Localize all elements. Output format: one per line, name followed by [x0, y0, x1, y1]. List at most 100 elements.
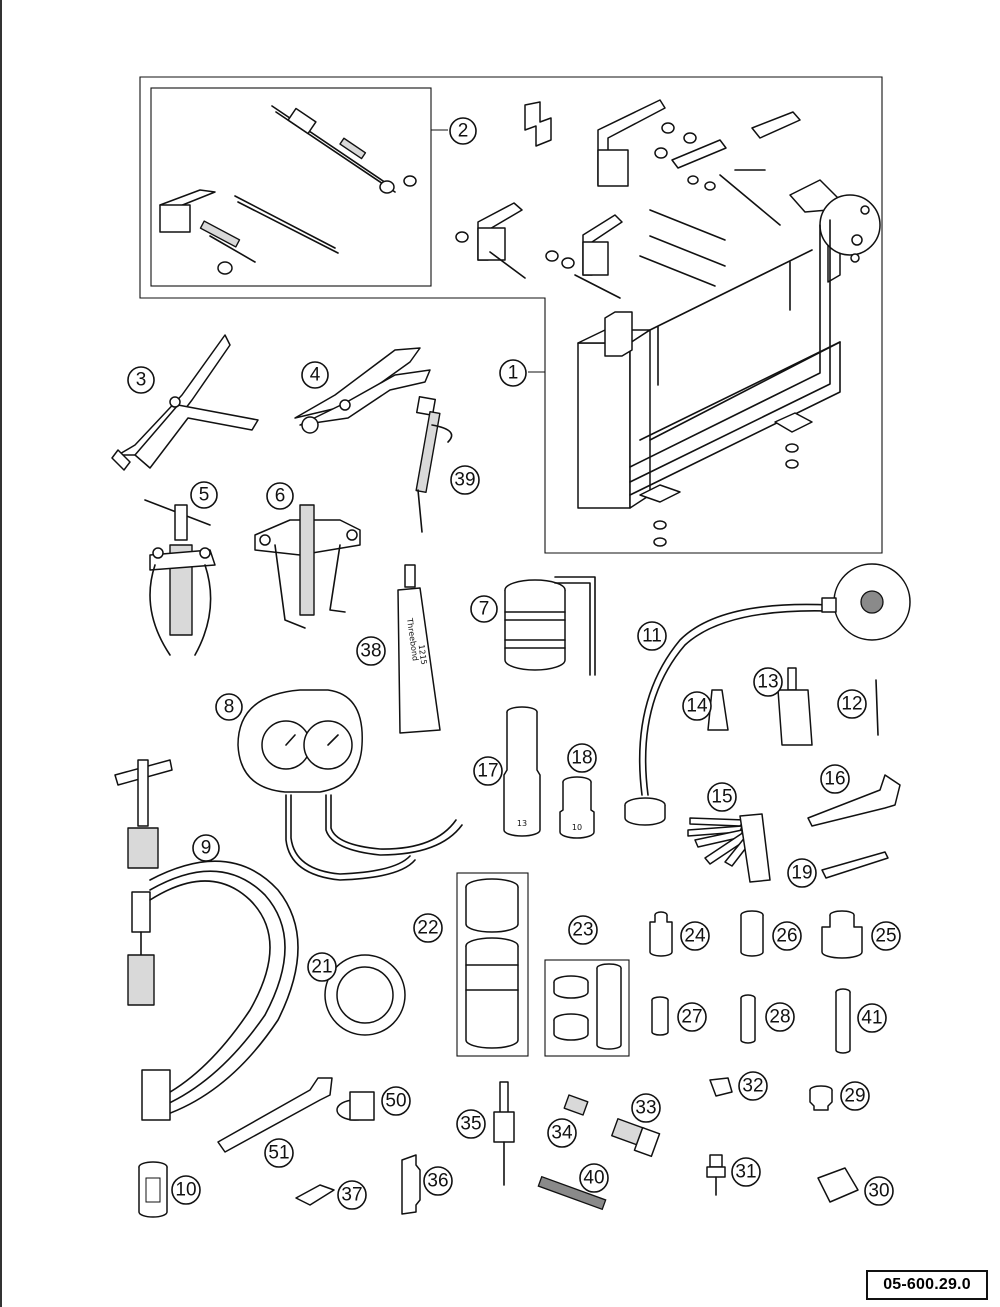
label-24: 24: [680, 921, 710, 951]
part-24-drift: [649, 911, 673, 957]
label-38: 38: [356, 636, 386, 666]
svg-text:25: 25: [875, 926, 896, 947]
part-36-plate: [401, 1154, 421, 1215]
label-21: 21: [307, 952, 337, 982]
svg-text:13: 13: [757, 672, 778, 693]
svg-text:17: 17: [477, 761, 498, 782]
part-31-valve-tool: [706, 1154, 726, 1196]
label-29: 29: [840, 1081, 870, 1111]
label-32: 32: [738, 1071, 768, 1101]
svg-text:51: 51: [268, 1143, 289, 1164]
part-26-drift: [740, 910, 764, 957]
part-22-box: [456, 872, 529, 1057]
tube-marking-line2: 1215: [417, 644, 429, 665]
svg-text:16: 16: [824, 769, 845, 790]
svg-text:10: 10: [175, 1180, 196, 1201]
drawing-number: 05-600.29.0: [866, 1270, 988, 1300]
part-19-gauge-strip: [821, 851, 889, 879]
label-28: 28: [765, 1002, 795, 1032]
svg-text:3: 3: [136, 370, 147, 391]
svg-text:18: 18: [571, 748, 592, 769]
part-27-drift: [651, 996, 669, 1036]
part-15-feeler-gauge: [687, 813, 771, 883]
part-9-slide-hammer: [114, 759, 299, 1121]
label-18: 18: [567, 743, 597, 773]
part-35-extractor: [493, 1081, 515, 1186]
part-11-magnetic-stand-gauge: [624, 563, 911, 826]
part-2-bolts: [159, 105, 417, 275]
label-37: 37: [337, 1180, 367, 1210]
label-36: 36: [423, 1166, 453, 1196]
part-22-press-tools: [465, 878, 519, 1049]
svg-text:6: 6: [275, 486, 286, 507]
svg-text:35: 35: [460, 1114, 481, 1135]
svg-text:14: 14: [686, 696, 708, 717]
label-14: 14: [682, 691, 712, 721]
svg-text:34: 34: [551, 1123, 573, 1144]
engine-stand-body: [577, 219, 841, 547]
label-17: 17: [473, 756, 503, 786]
label-34: 34: [547, 1118, 577, 1148]
label-10: 10: [171, 1175, 201, 1205]
label-30: 30: [864, 1176, 894, 1206]
svg-text:27: 27: [681, 1007, 702, 1028]
part-17-socket: 13: [503, 706, 541, 837]
part-50-plug: [336, 1091, 375, 1121]
svg-text:50: 50: [385, 1091, 406, 1112]
svg-text:11: 11: [642, 626, 662, 647]
svg-text:40: 40: [583, 1168, 604, 1189]
part-32-adapter: [709, 1077, 733, 1097]
svg-text:7: 7: [479, 599, 490, 620]
part-33-bolt: [611, 1118, 661, 1158]
label-40: 40: [579, 1163, 609, 1193]
label-31: 31: [731, 1157, 761, 1187]
part-12-pin: [875, 679, 879, 736]
part-14-plug: [707, 689, 729, 731]
label-41: 41: [857, 1003, 887, 1033]
svg-text:15: 15: [711, 787, 732, 808]
part-6-puller: [254, 504, 361, 629]
svg-text:38: 38: [360, 641, 381, 662]
svg-text:9: 9: [201, 838, 212, 859]
label-33: 33: [631, 1093, 661, 1123]
svg-text:12: 12: [841, 694, 862, 715]
label-7: 7: [470, 595, 498, 623]
svg-text:31: 31: [735, 1162, 756, 1183]
part-34-screw: [563, 1094, 589, 1116]
label-51: 51: [264, 1138, 294, 1168]
part-29-adapter: [809, 1085, 833, 1111]
svg-text:41: 41: [861, 1008, 882, 1029]
part-16-pin-wrench: [807, 774, 901, 827]
label-5: 5: [190, 481, 218, 509]
label-9: 9: [192, 834, 220, 862]
part-28-drift: [740, 994, 756, 1044]
part-39-probe: [415, 395, 453, 533]
subassembly-2-box: [150, 87, 432, 287]
page-edge-line: [0, 0, 2, 1307]
svg-text:37: 37: [341, 1185, 362, 1206]
part-37-clip: [295, 1184, 335, 1206]
part-18-socket: 10: [559, 776, 595, 839]
label-16: 16: [820, 764, 850, 794]
svg-text:28: 28: [769, 1007, 790, 1028]
label-13: 13: [753, 667, 783, 697]
part-5-puller: [144, 499, 216, 656]
svg-text:39: 39: [454, 470, 475, 491]
part-23-box: [544, 959, 630, 1057]
svg-text:22: 22: [417, 918, 438, 939]
part-10-coupling: [138, 1161, 168, 1218]
label-26: 26: [772, 921, 802, 951]
label-6: 6: [266, 482, 294, 510]
svg-text:24: 24: [684, 926, 706, 947]
label-22: 22: [413, 913, 443, 943]
part-13-loctite-bottle: [777, 667, 813, 746]
part-40-threaded-rod: [537, 1175, 607, 1211]
label-1: 1: [499, 359, 527, 387]
engine-stand-frame-outline: [139, 76, 883, 554]
svg-text:26: 26: [776, 926, 797, 947]
svg-text:30: 30: [868, 1181, 889, 1202]
label-39: 39: [450, 465, 480, 495]
label-50: 50: [381, 1086, 411, 1116]
part-25-drift: [821, 910, 863, 959]
label-27: 27: [677, 1002, 707, 1032]
